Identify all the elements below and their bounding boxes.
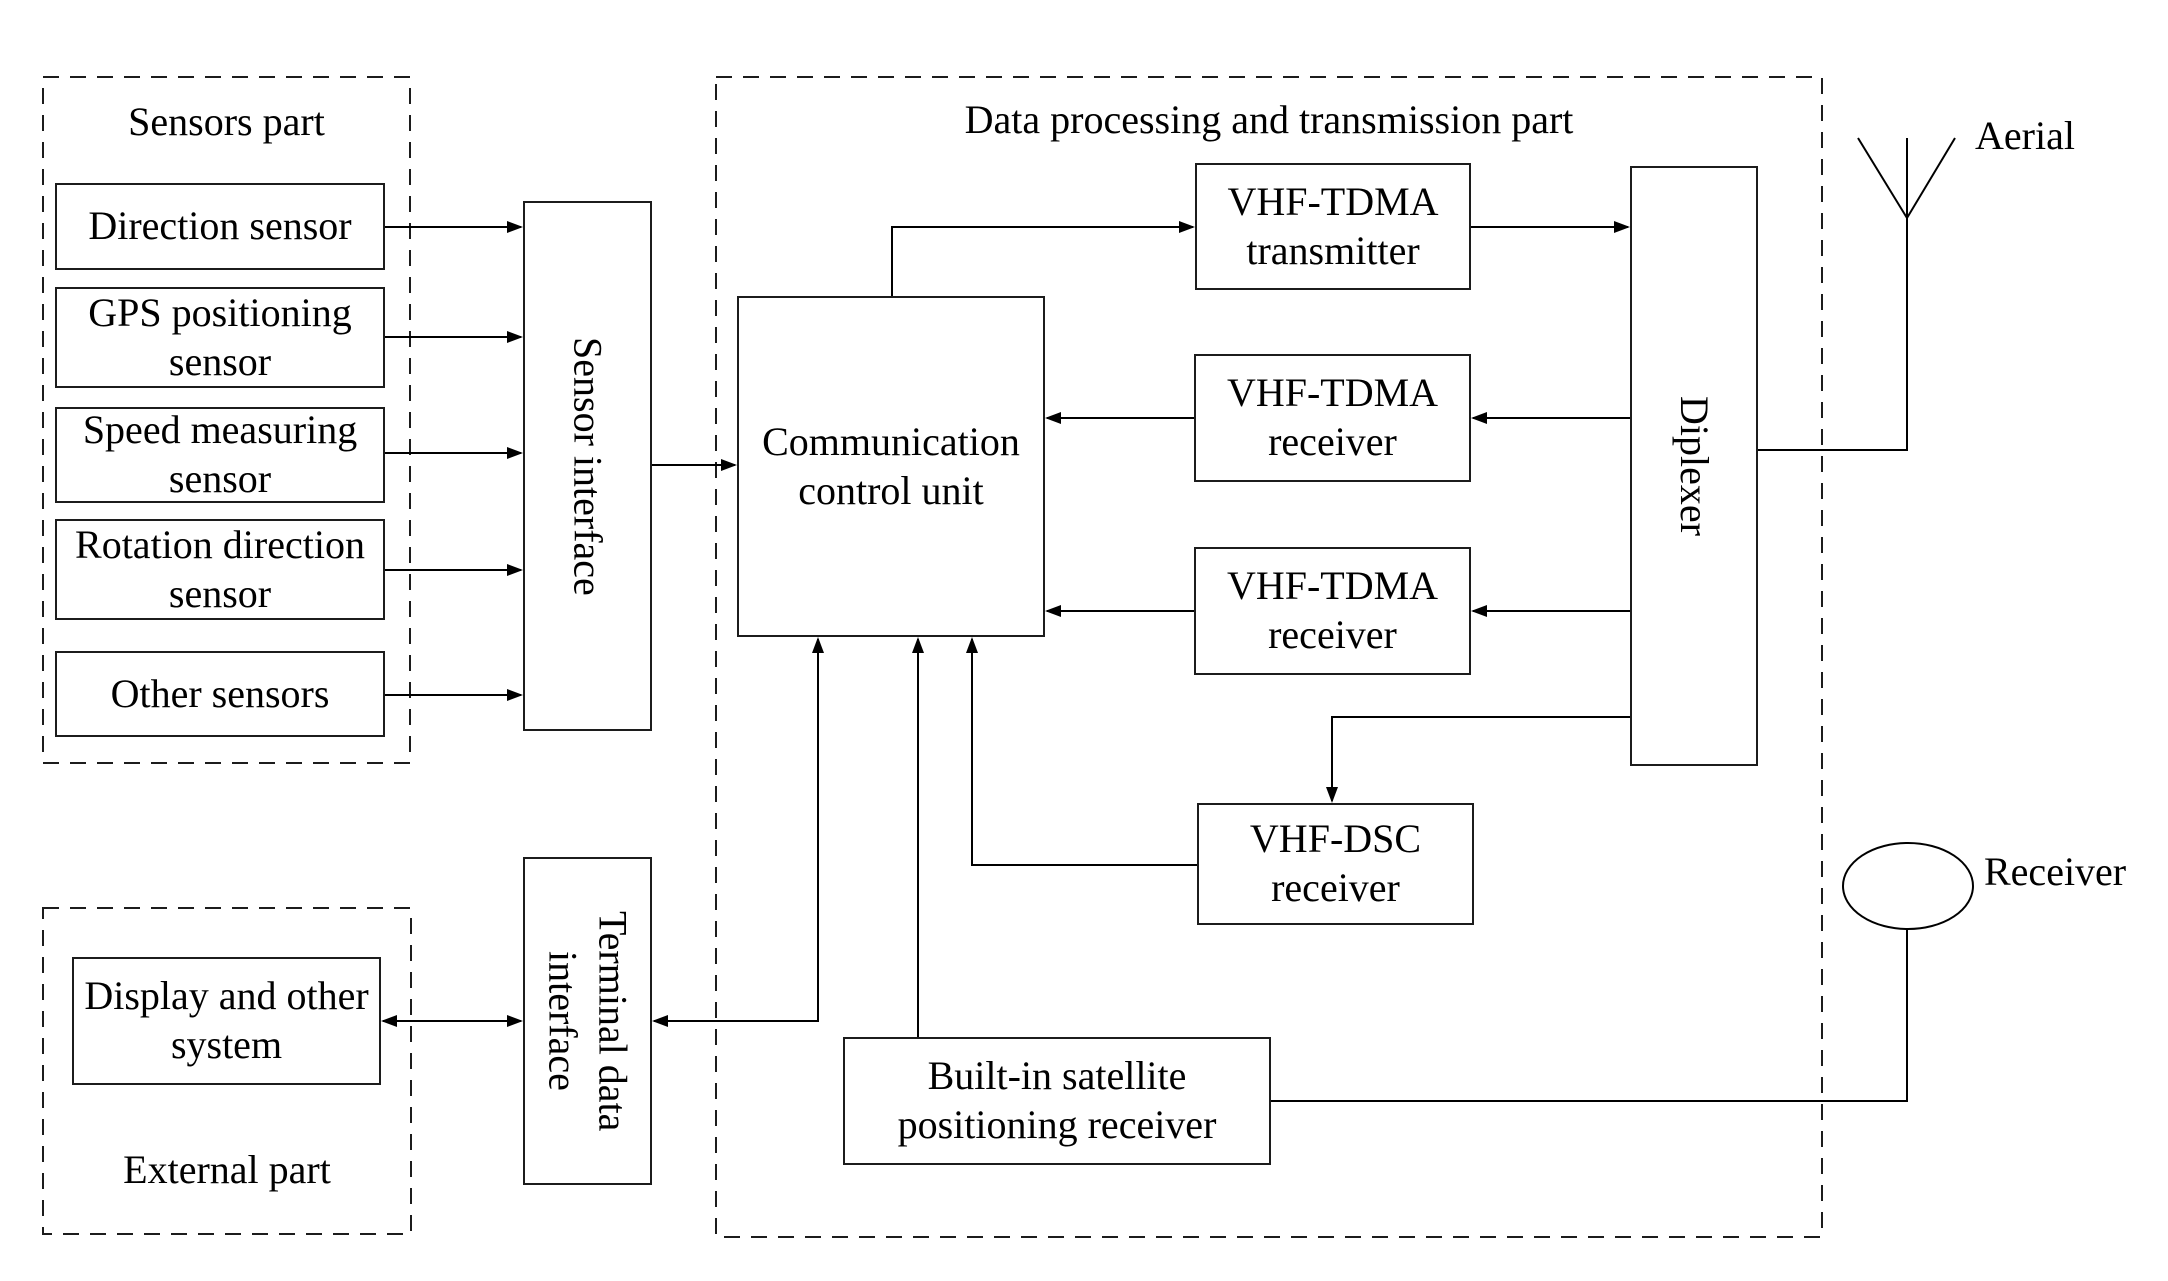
aerial-antenna-icon bbox=[1857, 137, 1956, 450]
node-terminal-data-interface: Terminal data interface bbox=[523, 857, 652, 1185]
terminal-data-interface-label: Terminal data interface bbox=[540, 910, 636, 1132]
node-vhf-tdma-transmitter: VHF-TDMA transmitter bbox=[1195, 163, 1471, 290]
node-direction-sensor: Direction sensor bbox=[55, 183, 385, 270]
node-display-and-other-system: Display and other system bbox=[72, 957, 381, 1085]
diplexer-label: Diplexer bbox=[1672, 396, 1717, 536]
receiver-antenna-icon bbox=[1842, 842, 1974, 930]
data-part-title: Data processing and transmission part bbox=[964, 97, 1574, 142]
connectors bbox=[381, 218, 1908, 1102]
node-vhf-dsc-receiver: VHF-DSC receiver bbox=[1197, 803, 1474, 925]
sensor-interface-label: Sensor interface bbox=[565, 336, 611, 596]
external-part-title: External part bbox=[123, 1147, 331, 1192]
node-rotation-direction-sensor: Rotation direction sensor bbox=[55, 519, 385, 620]
wire-satellite-receiver-antenna bbox=[1271, 929, 1908, 1102]
node-sensor-interface: Sensor interface bbox=[523, 201, 652, 731]
aerial-label: Aerial bbox=[1975, 113, 2075, 158]
receiver-label: Receiver bbox=[1984, 849, 2127, 894]
wire-ccu-transmitter bbox=[891, 221, 1195, 296]
node-gps-positioning-sensor: GPS positioning sensor bbox=[55, 287, 385, 388]
wire-ccu-terminal bbox=[652, 637, 824, 1027]
node-vhf-tdma-receiver-2: VHF-TDMA receiver bbox=[1194, 547, 1471, 675]
node-diplexer: Diplexer bbox=[1630, 166, 1758, 766]
sensors-part-border bbox=[42, 76, 411, 764]
node-communication-control-unit: Communication control unit bbox=[737, 296, 1045, 637]
external-part-border bbox=[42, 907, 412, 1235]
sensors-part-title: Sensors part bbox=[128, 99, 325, 144]
node-speed-measuring-sensor: Speed measuring sensor bbox=[55, 407, 385, 503]
wire-dsc-ccu bbox=[966, 637, 1197, 866]
node-built-in-satellite-receiver: Built-in satellite positioning receiver bbox=[843, 1037, 1271, 1165]
node-vhf-tdma-receiver-1: VHF-TDMA receiver bbox=[1194, 354, 1471, 482]
wire-diplexer-aerial bbox=[1758, 218, 1908, 451]
wire-diplexer-dsc bbox=[1326, 716, 1630, 803]
node-other-sensors: Other sensors bbox=[55, 651, 385, 737]
